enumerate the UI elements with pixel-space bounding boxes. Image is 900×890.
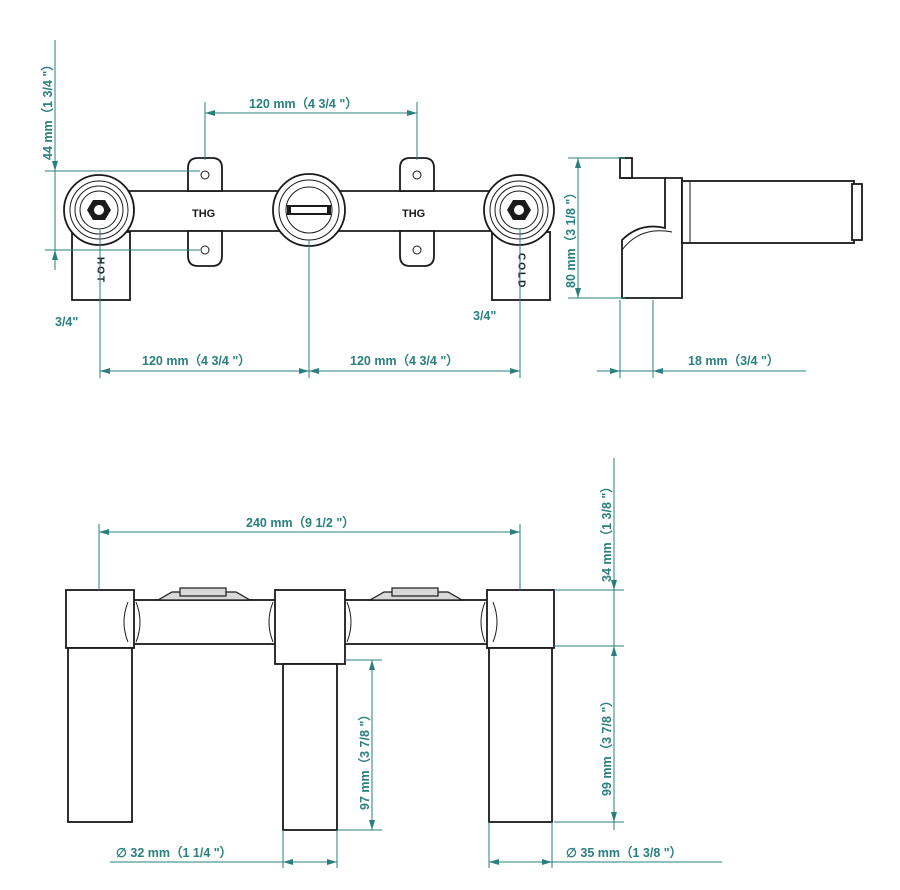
dim-side-depth: 18 mm（3/4 "） bbox=[688, 353, 779, 368]
dim-bottom-left: 120 mm（4 3/4 "） bbox=[142, 353, 251, 368]
top-center-block bbox=[274, 589, 346, 665]
brand-label-left: THG bbox=[192, 208, 215, 220]
dim-top-spacing: 120 mm（4 3/4 "） bbox=[249, 96, 358, 111]
cold-label: COLD bbox=[516, 253, 527, 289]
mounting-lug-bottom-right bbox=[399, 230, 435, 267]
side-spindle-cap bbox=[851, 183, 863, 241]
dim-top-width: 240 mm（9 1/2 "） bbox=[246, 515, 355, 530]
dim-height-left: 44 mm（1 3/4 "） bbox=[40, 58, 55, 160]
brand-label-right: THG bbox=[402, 208, 425, 220]
center-diverter bbox=[272, 173, 346, 247]
top-right-leg bbox=[488, 647, 553, 823]
mounting-lug-top-right bbox=[399, 157, 435, 192]
dim-side-height: 80 mm（3 1/8 "） bbox=[563, 186, 578, 288]
dim-right-depth: 99 mm（3 7/8 "） bbox=[599, 694, 614, 796]
thread-label-right: 3/4" bbox=[473, 309, 496, 323]
dim-bottom-right: 120 mm（4 3/4 "） bbox=[350, 353, 459, 368]
top-view: 240 mm（9 1/2 "） 34 mm（1 3/8 "） 99 mm（3 7… bbox=[65, 458, 722, 868]
side-flange bbox=[619, 157, 633, 179]
top-left-leg bbox=[67, 647, 133, 823]
front-view: THG THG HOT COLD 120 mm（4 3/4 "） 44 mm（1… bbox=[40, 40, 555, 378]
side-spindle bbox=[681, 180, 855, 244]
thread-label-left: 3/4" bbox=[55, 315, 78, 329]
mounting-lug-bottom-left bbox=[187, 230, 223, 267]
hot-inlet bbox=[63, 174, 135, 246]
dim-top-height: 34 mm（1 3/8 "） bbox=[599, 480, 614, 582]
dim-left-diameter: ∅ 32 mm（1 1/4 "） bbox=[116, 845, 232, 860]
side-body bbox=[621, 177, 683, 299]
dim-center-depth: 97 mm（3 7/8 "） bbox=[357, 708, 372, 810]
mounting-lug-top-left bbox=[187, 157, 223, 192]
top-center-leg bbox=[282, 663, 338, 831]
top-right-block bbox=[486, 589, 555, 649]
cold-inlet bbox=[483, 174, 555, 246]
side-view: 80 mm（3 1/8 "） 18 mm（3/4 "） bbox=[563, 157, 863, 378]
dim-right-diameter: ∅ 35 mm（1 3/8 "） bbox=[566, 845, 682, 860]
